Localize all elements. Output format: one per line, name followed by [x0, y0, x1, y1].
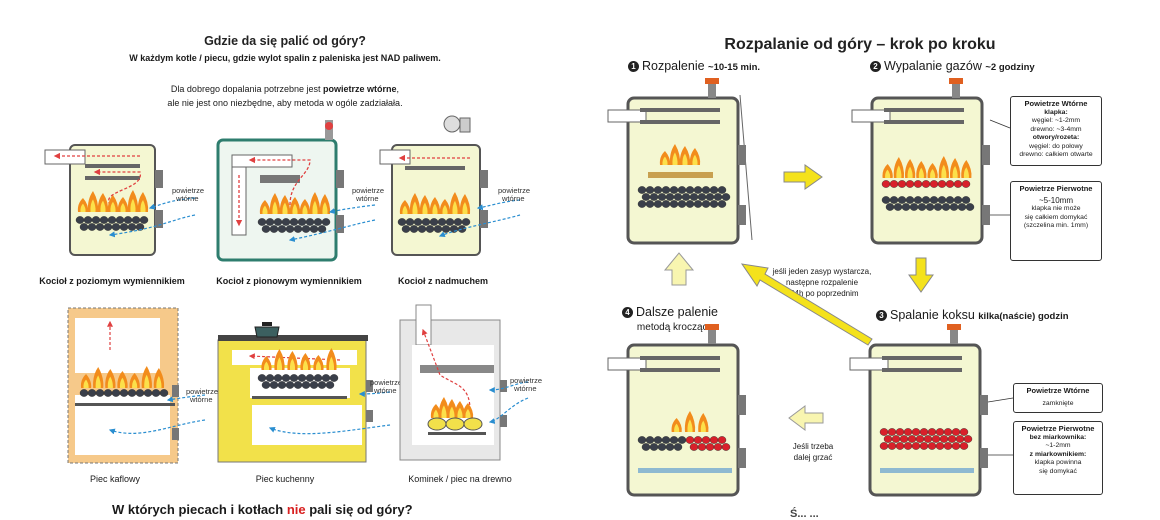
box-line: ~5-10mm [1038, 195, 1073, 205]
box-line: (szczelina min. 1mm) [1023, 222, 1089, 229]
right-title: Rozpalanie od góry – krok po kroku [724, 36, 996, 53]
boiler-step-4 [607, 324, 746, 497]
caption-kitchen-stove: Piec kuchenny [255, 474, 315, 484]
box-title: Powietrze Pierwotne [1019, 184, 1093, 193]
bottom-question: W których piecach i kotłach nie pali się… [112, 502, 452, 517]
caption-fireplace: Kominek / piec na drewno [408, 474, 512, 484]
boiler-step-1 [607, 78, 753, 245]
left-subtitle: W każdym kotle / piecu, gdzie wylot spal… [129, 53, 441, 63]
step-1-name: Rozpalenie [642, 59, 705, 73]
box-secondary-air-phase3: Powietrze Wtórne zamknięte [1013, 383, 1103, 413]
box-line: się całkiem domykać [1024, 213, 1088, 221]
step-4-name: Dalsze palenie [636, 305, 718, 319]
bottom-question-pre: W których piecach i kotłach [112, 502, 287, 517]
step-1-number: 1 [628, 61, 639, 72]
step-3-time: kilka(naście) godzin [978, 311, 1069, 322]
box-primary-air-phase2: Powietrze Pierwotne ~5-10mm klapka nie m… [1010, 181, 1102, 261]
fireplace [399, 304, 529, 461]
box-line: bez miarkownika: [1029, 433, 1087, 441]
left-note-post: , [396, 84, 400, 94]
box-line: zamknięte [1042, 399, 1074, 407]
box-line: węgiel: ~1-2mm [1031, 117, 1081, 124]
arrow-step3-to-step4 [788, 405, 824, 431]
left-note-pre: Dla dobrego dopalania potrzebne jest [170, 84, 324, 94]
step-1-time: ~10-15 min. [708, 62, 761, 73]
boiler-step-2 [851, 78, 1011, 245]
left-note-bold: powietrze wtórne [323, 84, 397, 94]
step-2-name: Wypalanie gazów [884, 59, 982, 73]
step-3-number: 3 [876, 310, 887, 321]
arrow-step1-to-step2 [783, 164, 823, 190]
box-line: klapka: [1044, 108, 1068, 116]
box-line: otwory/rozeta: [1032, 134, 1080, 141]
arrow-step3-return [740, 263, 873, 346]
box-line: klapka powinna [1034, 459, 1082, 466]
boiler-vertical-exchanger [216, 120, 376, 262]
caption-horizontal-exchanger: Kocioł z poziomym wymiennikiem [39, 276, 185, 286]
note-next-line: dalej grzać [793, 453, 833, 462]
box-line: drewno: ~3-4mm [1030, 125, 1082, 133]
note-next: Jeśli trzeba dalej grzać [778, 441, 848, 463]
bottom-question-post: pali się od góry? [305, 502, 413, 517]
box-line: ~1-2mm [1045, 442, 1071, 449]
left-title: Gdzie da się palić od góry? [204, 34, 366, 48]
box-title: Powietrze Wtórne [1024, 99, 1088, 108]
note-return-line: jeśli jeden zasyp wystarcza, [772, 267, 872, 276]
step-3-name: Spalanie koksu [890, 308, 975, 322]
note-return-line: następne rozpalenie [785, 278, 859, 287]
caption-blower-boiler: Kocioł z nadmuchem [397, 276, 488, 286]
box-line: węgiel: do połowy [1029, 142, 1083, 150]
left-note: Dla dobrego dopalania potrzebne jest pow… [100, 82, 470, 110]
box-line: klapka nie może [1031, 205, 1081, 212]
note-next-line: Jeśli trzeba [792, 442, 834, 451]
kitchen-stove [217, 322, 391, 463]
note-return-line: ~24h po poprzednim [785, 289, 859, 298]
box-line: się domykać [1039, 467, 1077, 475]
box-title: Powietrze Pierwotne [1021, 424, 1095, 433]
box-line: z miarkownikiem: [1029, 450, 1087, 458]
step-2-number: 2 [870, 61, 881, 72]
left-note-line2: ale nie jest ono niezbędne, aby metoda w… [167, 98, 403, 108]
boiler-blower [379, 115, 521, 256]
note-return: jeśli jeden zasyp wystarcza, następne ro… [752, 266, 892, 299]
boiler-step-3 [849, 324, 1014, 497]
step-4-number: 4 [622, 307, 633, 318]
arrow-step2-to-step3 [908, 257, 934, 293]
box-secondary-air-phase2: Powietrze Wtórne klapka: węgiel: ~1-2mm … [1010, 96, 1102, 166]
box-title: Powietrze Wtórne [1026, 386, 1090, 395]
arrow-step4-to-step1 [663, 252, 695, 286]
caption-vertical-exchanger: Kocioł z pionowym wymiennikiem [216, 276, 362, 286]
caption-tile-stove: Piec kaflowy [89, 474, 141, 484]
step-4-line2: metodą kroczącą [636, 322, 714, 333]
tile-stove [67, 307, 206, 464]
boiler-horizontal-exchanger [44, 144, 196, 256]
box-primary-air-phase3: Powietrze Pierwotne bez miarkownika: ~1-… [1013, 421, 1103, 495]
bottom-question-red: nie [286, 502, 306, 517]
box-line: drewno: całkiem otwarte [1019, 151, 1093, 158]
step-2-time: ~2 godziny [985, 62, 1035, 73]
